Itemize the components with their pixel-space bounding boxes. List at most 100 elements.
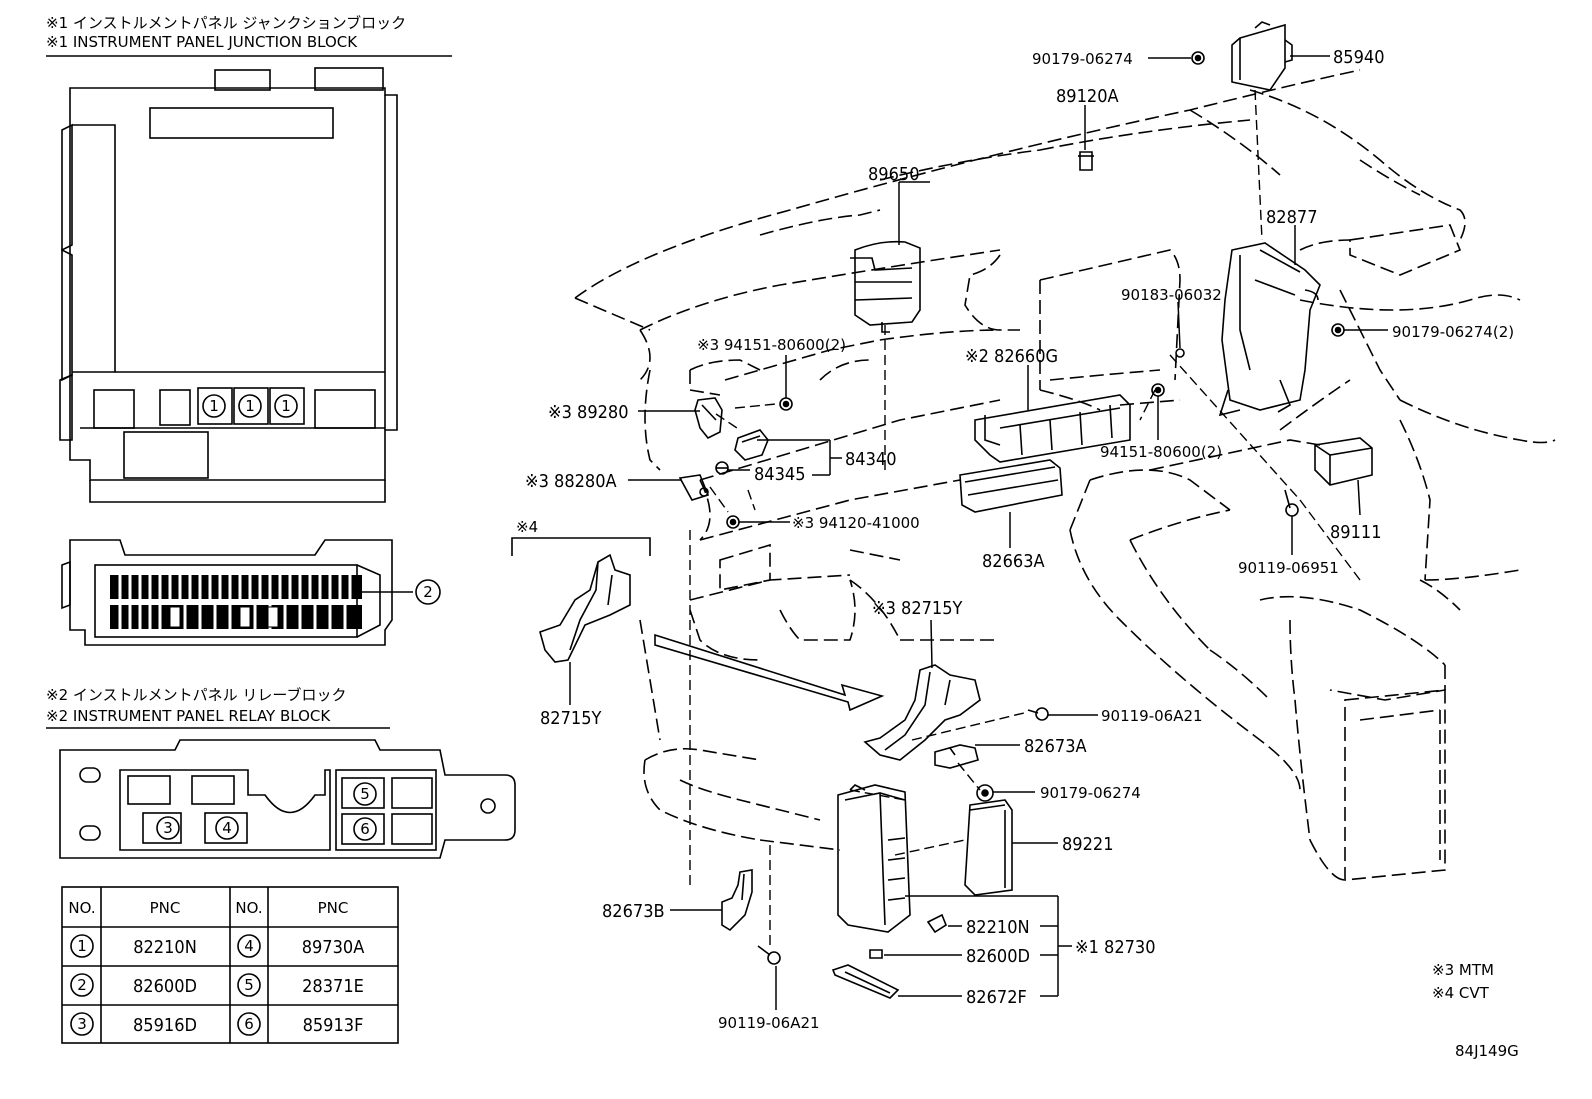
table-row-2-pnc2: 28371E bbox=[302, 976, 364, 997]
label-94151-80600-right: 94151-80600(2) bbox=[1100, 443, 1222, 461]
nut-90179-right bbox=[1331, 323, 1345, 337]
marker-1a: 1 bbox=[209, 397, 219, 415]
note-cvt: ※4 CVT bbox=[1432, 984, 1490, 1002]
part-82663A bbox=[959, 459, 1063, 513]
part-82673A bbox=[934, 744, 979, 769]
label-82673A: 82673A bbox=[1024, 736, 1087, 757]
leader-lines bbox=[569, 55, 1388, 1010]
figure-id: 84J149G bbox=[1455, 1042, 1519, 1060]
label-82210N: 82210N bbox=[966, 917, 1030, 938]
table-header-no1: NO. bbox=[68, 899, 95, 917]
marker-5: 5 bbox=[360, 785, 370, 803]
marker-1b: 1 bbox=[245, 397, 255, 415]
bolt-90119-06A21-a bbox=[1027, 707, 1049, 721]
table-row-3-pnc2: 85913F bbox=[303, 1015, 364, 1036]
label-90119-06A21-a: 90119-06A21 bbox=[1101, 707, 1203, 725]
label-90183-06032: 90183-06032 bbox=[1121, 286, 1222, 304]
label-90179-06274-bottom: 90179-06274 bbox=[1040, 784, 1141, 802]
part-82730 bbox=[837, 784, 911, 933]
circled-markers-1: 1 1 1 bbox=[202, 394, 298, 418]
junction-block-drawing bbox=[59, 67, 398, 503]
table-row-2-no1: 2 bbox=[77, 976, 87, 994]
label-82730: ※1 82730 bbox=[1075, 937, 1156, 958]
section4-label: ※4 bbox=[516, 518, 538, 536]
junction-block-header: ※1 インストルメントパネル ジャンクションブロック ※1 INSTRUMENT… bbox=[46, 14, 406, 51]
label-90119-06951: 90119-06951 bbox=[1238, 559, 1339, 577]
label-84340: 84340 bbox=[845, 449, 897, 470]
direction-arrow bbox=[654, 633, 885, 712]
bolt-90119-06951 bbox=[1284, 489, 1299, 517]
label-84345: 84345 bbox=[754, 464, 806, 485]
note-mtm: ※3 MTM bbox=[1432, 961, 1494, 979]
nut-90179-top bbox=[1191, 51, 1205, 65]
label-89111: 89111 bbox=[1330, 522, 1382, 543]
pnc-table: NO. PNC NO. PNC 1 82210N 4 89730A 2 8260… bbox=[61, 886, 399, 1044]
guide-lines bbox=[689, 89, 1361, 945]
header-junction-jp: ※1 インストルメントパネル ジャンクションブロック bbox=[46, 14, 406, 32]
label-89650: 89650 bbox=[868, 164, 920, 185]
part-labels: 90179-06274 85940 89120A 89650 82877 901… bbox=[525, 47, 1514, 1032]
label-82715Y-center: ※3 82715Y bbox=[872, 598, 963, 619]
header-relay-jp: ※2 インストルメントパネル リレーブロック bbox=[46, 686, 346, 704]
part-89280 bbox=[694, 397, 723, 440]
part-89650 bbox=[850, 240, 921, 333]
table-header-no2: NO. bbox=[235, 899, 262, 917]
part-82600D bbox=[869, 949, 883, 959]
part-82660G bbox=[974, 394, 1131, 463]
clip-90183 bbox=[1175, 348, 1185, 358]
bolt-90119-06A21-b bbox=[757, 945, 781, 965]
relay-block-drawing bbox=[59, 739, 516, 859]
label-94120-41000: ※3 94120-41000 bbox=[792, 514, 920, 532]
table-header-pnc1: PNC bbox=[150, 899, 181, 917]
table-row-1-no1: 1 bbox=[77, 937, 87, 955]
header-junction-en: ※1 INSTRUMENT PANEL JUNCTION BLOCK bbox=[46, 33, 358, 51]
label-90179-06274-top: 90179-06274 bbox=[1032, 50, 1133, 68]
label-90179-06274-2: 90179-06274(2) bbox=[1392, 323, 1514, 341]
notes: ※3 MTM ※4 CVT 84J149G bbox=[1432, 961, 1519, 1060]
part-82715Y-center bbox=[863, 664, 981, 761]
junction-block-bottom-view: 2 bbox=[61, 539, 441, 646]
dashboard-outline bbox=[574, 69, 1556, 881]
label-90119-06A21-b: 90119-06A21 bbox=[718, 1014, 820, 1032]
label-82715Y-left: 82715Y bbox=[540, 708, 602, 729]
part-82210N-bolt bbox=[926, 913, 947, 934]
table-row-3-pnc1: 85916D bbox=[133, 1015, 197, 1036]
nut-94151-left bbox=[779, 397, 793, 411]
table-row-1-no2: 4 bbox=[244, 937, 254, 955]
label-94151-80600-left: ※3 94151-80600(2) bbox=[697, 336, 846, 354]
part-82673B bbox=[721, 869, 753, 932]
table-row-3-no1: 3 bbox=[77, 1015, 87, 1033]
relay-block-header: ※2 インストルメントパネル リレーブロック ※2 INSTRUMENT PAN… bbox=[46, 686, 346, 725]
table-row-3-no2: 6 bbox=[244, 1015, 254, 1033]
table-row-1-pnc1: 82210N bbox=[133, 937, 197, 958]
circled-markers-relay: 3 4 5 6 bbox=[156, 782, 377, 841]
table-row-1-pnc2: 89730A bbox=[302, 937, 365, 958]
part-84345 bbox=[715, 461, 729, 475]
label-88280A: ※3 88280A bbox=[525, 471, 617, 492]
part-89120A bbox=[1078, 151, 1094, 171]
part-82672F bbox=[831, 964, 900, 999]
label-89221: 89221 bbox=[1062, 834, 1114, 855]
nut-90179-bottom bbox=[976, 784, 994, 802]
section4-bracket: ※4 bbox=[511, 518, 651, 556]
table-header-pnc2: PNC bbox=[318, 899, 349, 917]
part-89111 bbox=[1314, 437, 1373, 486]
part-82877 bbox=[1218, 242, 1321, 417]
part-88280A bbox=[678, 474, 710, 501]
marker-6: 6 bbox=[360, 820, 370, 838]
part-84340 bbox=[734, 429, 769, 461]
table-row-2-no2: 5 bbox=[244, 976, 254, 994]
label-82673B: 82673B bbox=[602, 901, 665, 922]
part-85940 bbox=[1231, 21, 1293, 91]
marker-3: 3 bbox=[163, 819, 173, 837]
nut-94151-right bbox=[1151, 383, 1165, 397]
label-82600D: 82600D bbox=[966, 946, 1030, 967]
label-89280: ※3 89280 bbox=[548, 402, 629, 423]
label-82877: 82877 bbox=[1266, 207, 1318, 228]
part-82715Y-left bbox=[539, 553, 631, 663]
label-82660G: ※2 82660G bbox=[965, 346, 1058, 367]
label-82663A: 82663A bbox=[982, 551, 1045, 572]
marker-1c: 1 bbox=[281, 397, 291, 415]
label-82672F: 82672F bbox=[966, 987, 1027, 1008]
